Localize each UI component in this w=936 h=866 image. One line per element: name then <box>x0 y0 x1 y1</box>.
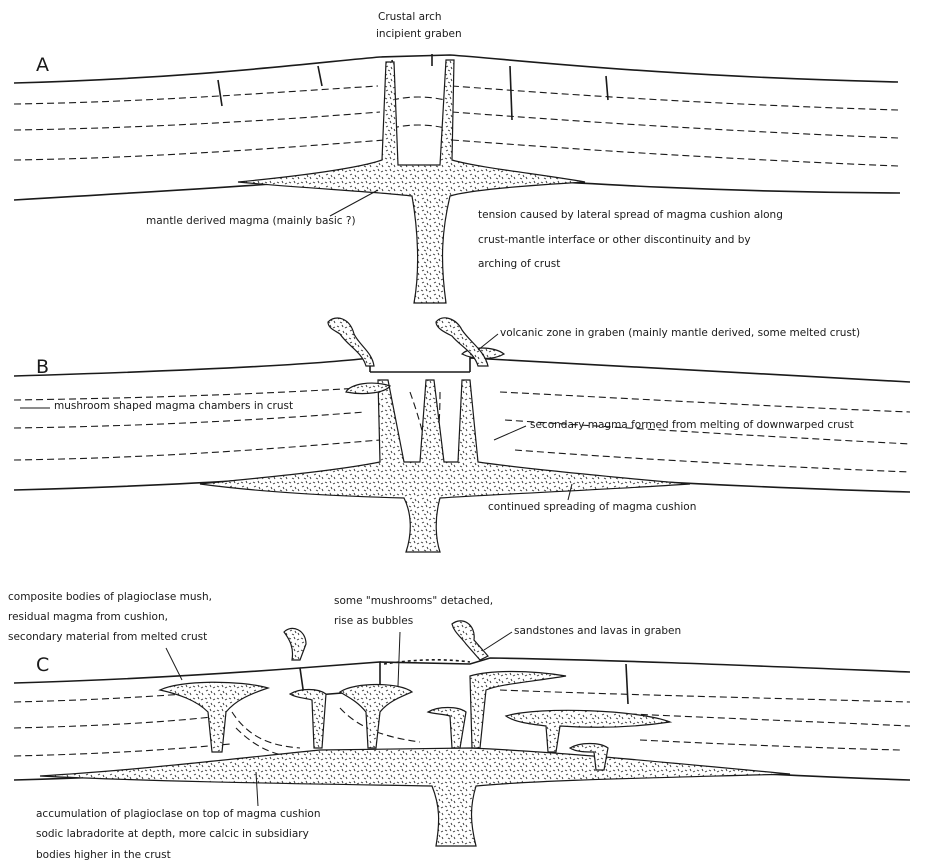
label-volcanic-zone: volcanic zone in graben (mainly mantle d… <box>500 327 860 339</box>
label-crustal-arch: Crustal arch <box>378 11 442 23</box>
label-accumulation-2: sodic labradorite at depth, more calcic … <box>36 828 309 840</box>
layer-line <box>392 97 445 100</box>
leader-line <box>398 632 400 686</box>
crust-surface <box>14 55 898 83</box>
label-continued-spreading: continued spreading of magma cushion <box>488 501 696 513</box>
layer-line <box>452 112 898 138</box>
leader-line <box>166 648 182 680</box>
panel-a: A Crustal arch incipient graben mantle d… <box>14 11 900 303</box>
label-accumulation-1: accumulation of plagioclase on top of ma… <box>36 808 321 820</box>
composite-body <box>160 682 268 752</box>
volcanic-vent <box>452 621 488 660</box>
panel-c-letter: C <box>36 654 49 676</box>
label-tension-1: tension caused by lateral spread of magm… <box>478 209 783 221</box>
panel-a-letter: A <box>36 54 49 76</box>
mushroom-chamber <box>290 690 326 749</box>
layer-line <box>392 125 445 128</box>
volcanic-vent <box>436 318 488 366</box>
label-tension-2: crust-mantle interface or other disconti… <box>478 234 751 246</box>
label-accumulation-3: bodies higher in the crust <box>36 849 171 861</box>
label-incipient-graben: incipient graben <box>376 28 462 40</box>
panel-b: B volcanic zone in graben (mainly mantle… <box>14 318 910 552</box>
layer-line <box>14 412 365 428</box>
label-sandstones: sandstones and lavas in graben <box>514 625 681 637</box>
layer-line <box>14 440 380 460</box>
volcanic-vent <box>328 318 374 366</box>
label-tension-3: arching of crust <box>478 258 560 270</box>
label-mushroom-chambers: mushroom shaped magma chambers in crust <box>54 400 293 412</box>
layer-line <box>515 450 910 472</box>
layer-line <box>640 740 900 750</box>
layer-line <box>14 744 230 756</box>
label-detached-2: rise as bubbles <box>334 615 413 627</box>
layer-line <box>14 86 378 104</box>
label-detached-1: some "mushrooms" detached, <box>334 595 493 607</box>
leader-line <box>478 334 498 350</box>
leader-line <box>330 190 378 216</box>
label-composite-1: composite bodies of plagioclase mush, <box>8 591 212 603</box>
layer-line <box>14 140 385 160</box>
layer-line <box>232 712 300 748</box>
crust-surface <box>14 358 910 382</box>
fault-line <box>626 664 628 704</box>
label-composite-3: secondary material from melted crust <box>8 631 207 643</box>
leader-line <box>484 632 512 650</box>
panel-c: C composite bodies of plagioclase mush, <box>8 591 910 861</box>
layer-line <box>14 112 380 130</box>
leader-line <box>494 426 526 440</box>
label-mantle-magma: mantle derived magma (mainly basic ?) <box>146 215 356 227</box>
layer-line <box>14 716 220 728</box>
crust-surface <box>380 658 910 672</box>
layer-line <box>500 392 910 412</box>
layer-line <box>630 714 910 726</box>
volcanic-vent <box>284 628 306 660</box>
layer-line <box>500 690 910 702</box>
label-composite-2: residual magma from cushion, <box>8 611 168 623</box>
layer-line <box>14 388 360 400</box>
layer-line <box>452 86 898 110</box>
label-secondary-magma: secondary magma formed from melting of d… <box>530 419 854 431</box>
layer-line <box>452 140 898 166</box>
mushroom-chamber <box>428 708 466 749</box>
